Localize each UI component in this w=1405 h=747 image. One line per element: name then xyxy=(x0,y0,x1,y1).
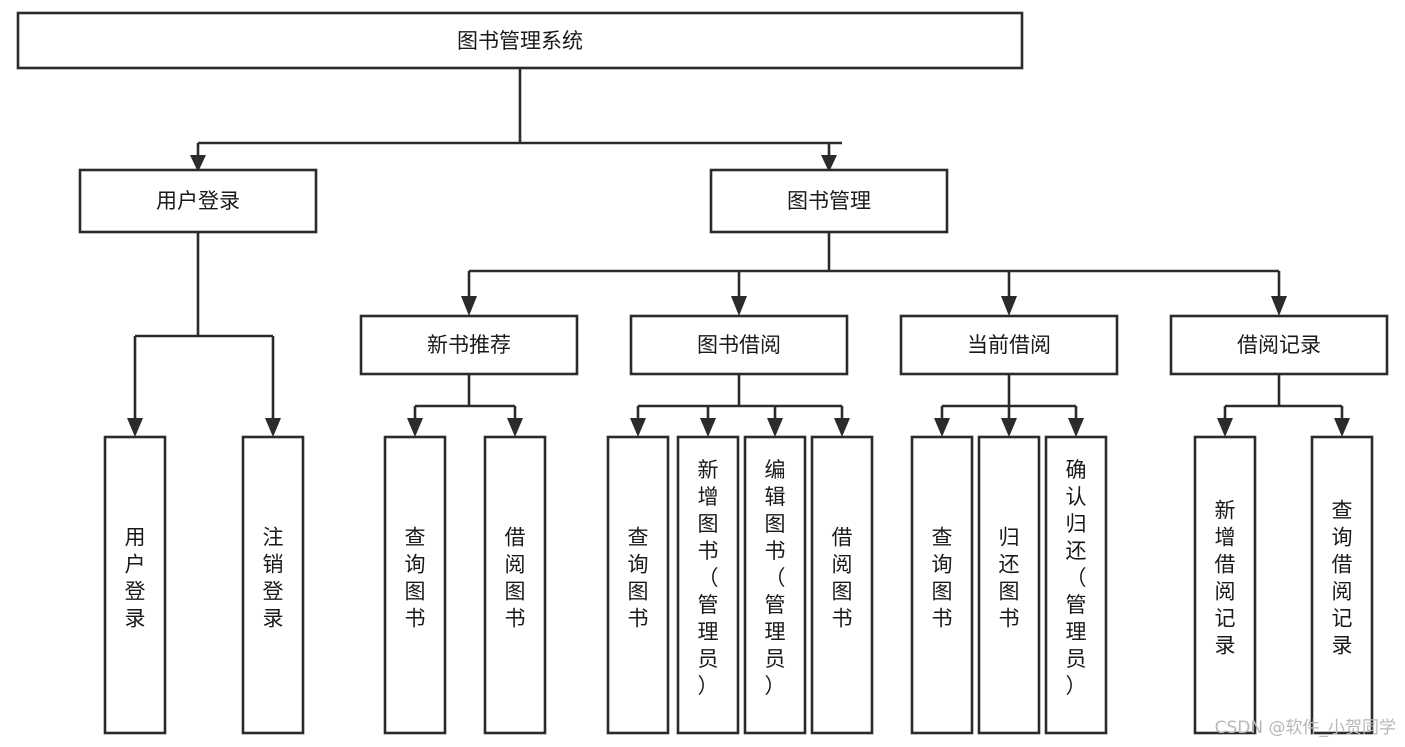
node-leaf-borrow-book-1[interactable]: 借阅图书 xyxy=(483,435,547,735)
node-root-box[interactable] xyxy=(16,11,1024,70)
node-borrow-record[interactable]: 借阅记录 xyxy=(1169,314,1389,376)
node-leaf-user-logout-label: 注销登录 xyxy=(263,526,284,631)
arrow-head-user-login xyxy=(190,155,206,172)
node-leaf-user-login-box[interactable] xyxy=(103,435,167,735)
node-leaf-add-record-box[interactable] xyxy=(1193,435,1257,735)
node-leaf-borrow-book-1-label: 借阅图书 xyxy=(505,526,526,631)
node-leaf-confirm-return[interactable]: 确认归还（管理员） xyxy=(1044,435,1108,735)
arrow-head-leaf-add-book xyxy=(700,418,716,437)
node-leaf-return-book-label: 归还图书 xyxy=(999,526,1020,631)
node-leaf-user-login[interactable]: 用户登录 xyxy=(103,435,167,735)
arrow-head-leaf-user-login xyxy=(127,418,143,437)
node-leaf-query-book-2-box[interactable] xyxy=(606,435,670,735)
node-user-login[interactable]: 用户登录 xyxy=(78,168,318,234)
arrow-head-leaf-query-book-1 xyxy=(407,418,423,437)
node-book-manage[interactable]: 图书管理 xyxy=(709,168,949,234)
node-root[interactable]: 图书管理系统 xyxy=(16,11,1024,70)
node-leaf-query-book-3[interactable]: 查询图书 xyxy=(910,435,974,735)
node-leaf-add-book[interactable]: 新增图书（管理员） xyxy=(676,435,740,735)
node-leaf-return-book[interactable]: 归还图书 xyxy=(977,435,1041,735)
arrow-head-new-book-rec xyxy=(461,296,477,316)
arrow-head-leaf-query-book-3 xyxy=(934,418,950,437)
node-current-borrow[interactable]: 当前借阅 xyxy=(899,314,1119,376)
node-leaf-confirm-return-label: 确认归还（管理员） xyxy=(1066,458,1087,698)
node-book-manage-box[interactable] xyxy=(709,168,949,234)
node-new-book-rec-box[interactable] xyxy=(359,314,579,376)
node-leaf-add-book-box[interactable] xyxy=(676,435,740,735)
node-leaf-user-login-label: 用户登录 xyxy=(125,526,146,631)
node-borrow-record-box[interactable] xyxy=(1169,314,1389,376)
arrow-head-leaf-confirm-return xyxy=(1068,418,1084,437)
node-leaf-query-book-3-box[interactable] xyxy=(910,435,974,735)
node-leaf-add-record[interactable]: 新增借阅记录 xyxy=(1193,435,1257,735)
arrow-head-leaf-edit-book xyxy=(767,418,783,437)
watermark-label: CSDN @软件_小贺同学 xyxy=(1215,718,1396,738)
node-leaf-borrow-book-2-label: 借阅图书 xyxy=(832,526,853,631)
node-leaf-query-book-1-box[interactable] xyxy=(383,435,447,735)
arrow-head-leaf-user-logout xyxy=(265,418,281,437)
node-leaf-query-record[interactable]: 查询借阅记录 xyxy=(1310,435,1374,735)
arrow-head-current-borrow xyxy=(1001,296,1017,316)
arrow-head-borrow-record xyxy=(1271,296,1287,316)
node-leaf-add-book-label: 新增图书（管理员） xyxy=(698,458,719,698)
node-book-manage-label: 图书管理 xyxy=(787,189,871,213)
arrow-head-leaf-query-record xyxy=(1334,418,1350,437)
node-book-borrow[interactable]: 图书借阅 xyxy=(629,314,849,376)
node-leaf-query-record-box[interactable] xyxy=(1310,435,1374,735)
node-leaf-query-book-2-label: 查询图书 xyxy=(628,526,649,631)
node-leaf-edit-book-label: 编辑图书（管理员） xyxy=(765,458,786,698)
node-leaf-add-record-label: 新增借阅记录 xyxy=(1215,499,1236,658)
arrow-head-book-borrow xyxy=(731,296,747,316)
arrow-head-leaf-add-record xyxy=(1217,418,1233,437)
node-leaf-confirm-return-box[interactable] xyxy=(1044,435,1108,735)
node-borrow-record-label: 借阅记录 xyxy=(1237,333,1321,357)
node-leaf-user-logout[interactable]: 注销登录 xyxy=(241,435,305,735)
node-book-borrow-box[interactable] xyxy=(629,314,849,376)
node-leaf-return-book-box[interactable] xyxy=(977,435,1041,735)
arrow-head-leaf-borrow-book-1 xyxy=(507,418,523,437)
node-leaf-query-book-2[interactable]: 查询图书 xyxy=(606,435,670,735)
node-leaf-query-book-1-label: 查询图书 xyxy=(405,526,426,631)
node-current-borrow-box[interactable] xyxy=(899,314,1119,376)
connector-layer xyxy=(127,68,1350,437)
arrow-head-leaf-query-book-2 xyxy=(630,418,646,437)
node-leaf-borrow-book-1-box[interactable] xyxy=(483,435,547,735)
node-leaf-query-book-1[interactable]: 查询图书 xyxy=(383,435,447,735)
node-new-book-rec[interactable]: 新书推荐 xyxy=(359,314,579,376)
node-root-label: 图书管理系统 xyxy=(457,29,583,53)
node-leaf-query-book-3-label: 查询图书 xyxy=(932,526,953,631)
node-leaf-edit-book[interactable]: 编辑图书（管理员） xyxy=(743,435,807,735)
node-user-login-label: 用户登录 xyxy=(156,189,240,213)
node-leaf-user-logout-box[interactable] xyxy=(241,435,305,735)
node-book-borrow-label: 图书借阅 xyxy=(697,333,781,357)
arrow-head-book-manage xyxy=(821,155,837,172)
node-leaf-query-record-label: 查询借阅记录 xyxy=(1332,499,1353,658)
node-current-borrow-label: 当前借阅 xyxy=(967,333,1051,357)
node-new-book-rec-label: 新书推荐 xyxy=(427,333,511,357)
node-leaf-borrow-book-2-box[interactable] xyxy=(810,435,874,735)
node-user-login-box[interactable] xyxy=(78,168,318,234)
node-leaf-borrow-book-2[interactable]: 借阅图书 xyxy=(810,435,874,735)
arrow-head-leaf-return-book xyxy=(1001,418,1017,437)
node-leaf-edit-book-box[interactable] xyxy=(743,435,807,735)
arrow-head-leaf-borrow-book-2 xyxy=(834,418,850,437)
